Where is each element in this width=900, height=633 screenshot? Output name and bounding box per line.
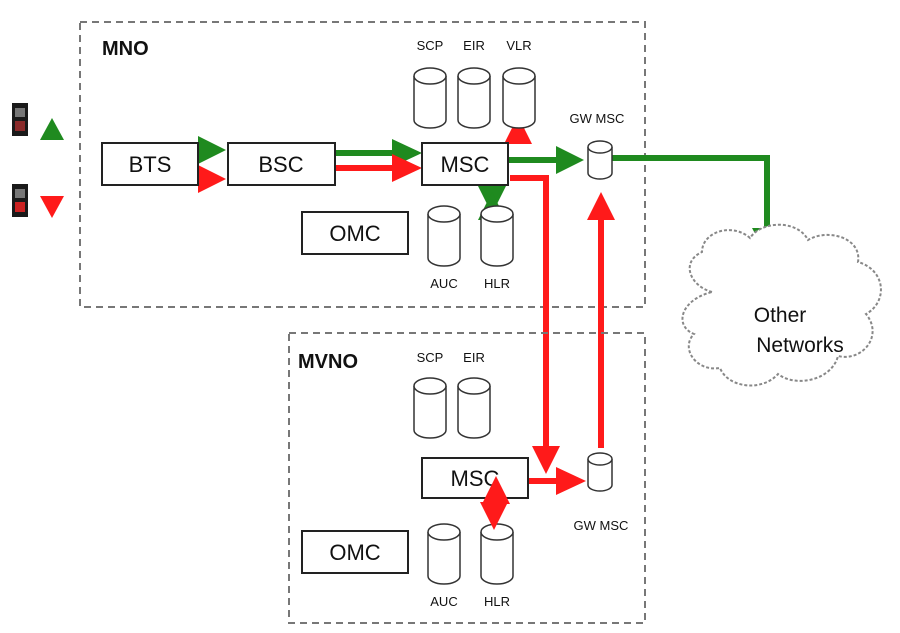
red-flow-msc-to-mvno-msc	[510, 175, 549, 452]
mno-bts-box: BTS	[101, 142, 199, 186]
mno-vlr-database: VLR	[502, 38, 536, 129]
mno-msc-box: MSC	[421, 142, 509, 186]
svg-text:OMC: OMC	[329, 540, 380, 565]
mvno-gw-msc-database: GW MSC	[574, 452, 629, 533]
svg-text:SCP: SCP	[417, 38, 444, 53]
other-networks-cloud: Other Networks	[681, 223, 882, 387]
mno-region	[79, 21, 646, 308]
mno-omc-box: OMC	[301, 211, 409, 255]
arrowhead-msc-gw-green	[556, 146, 584, 174]
arrowhead-mvno-msc-hlr-red-down	[480, 502, 508, 530]
arrowhead-bsc-msc-red	[392, 154, 422, 182]
mno-scp-database: SCP	[413, 38, 447, 129]
svg-text:EIR: EIR	[463, 38, 485, 53]
svg-text:MSC: MSC	[441, 152, 490, 177]
mno-bsc-box: BSC	[227, 142, 336, 186]
arrowhead-mvno-msc-hlr-red-up	[482, 476, 510, 504]
svg-text:AUC: AUC	[430, 594, 457, 609]
mno-label: MNO	[102, 38, 149, 60]
mobile-phone-uplink-icon	[12, 103, 64, 140]
mvno-eir-database: EIR	[457, 350, 491, 439]
svg-text:HLR: HLR	[484, 276, 510, 291]
mvno-hlr-database: HLR	[480, 523, 514, 609]
mno-auc-database: AUC	[427, 205, 461, 291]
svg-text:GW MSC: GW MSC	[574, 518, 629, 533]
arrowhead-to-mvno-msc-red	[532, 446, 560, 474]
svg-text:VLR: VLR	[506, 38, 531, 53]
cloud-label-line2: Networks	[756, 334, 844, 357]
svg-text:EIR: EIR	[463, 350, 485, 365]
mno-gw-msc-database: GW MSC	[570, 111, 625, 180]
arrowhead-vlr-msc-red-up	[504, 116, 532, 144]
arrowhead-to-mno-gw-red	[587, 192, 615, 220]
mobile-phone-downlink-icon	[12, 184, 64, 218]
mvno-scp-database: SCP	[413, 350, 447, 439]
svg-text:OMC: OMC	[329, 221, 380, 246]
mvno-msc-box: MSC	[421, 457, 529, 499]
mvno-omc-box: OMC	[301, 530, 409, 574]
arrowhead-mvno-msc-gw-red	[556, 467, 586, 495]
cloud-label-line1: Other	[754, 304, 807, 327]
svg-text:AUC: AUC	[430, 276, 457, 291]
mvno-region	[288, 332, 646, 624]
svg-text:BSC: BSC	[258, 152, 303, 177]
mvno-auc-database: AUC	[427, 523, 461, 609]
svg-text:HLR: HLR	[484, 594, 510, 609]
svg-text:GW MSC: GW MSC	[570, 111, 625, 126]
arrowhead-bts-bsc-red	[198, 165, 226, 193]
svg-text:SCP: SCP	[417, 350, 444, 365]
green-flow-gw-to-other-networks	[612, 155, 770, 236]
arrowhead-bts-bsc-green	[198, 136, 226, 164]
mvno-label: MVNO	[298, 351, 358, 373]
mno-eir-database: EIR	[457, 38, 491, 129]
mno-hlr-database: HLR	[480, 205, 514, 291]
svg-text:BTS: BTS	[129, 152, 172, 177]
